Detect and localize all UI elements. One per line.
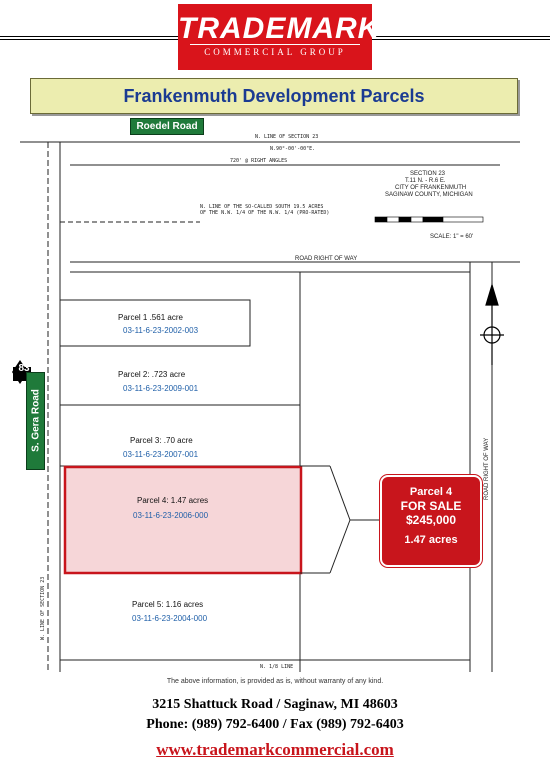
trademark-logo: TRADEMARK COMMERCIAL GROUP bbox=[178, 4, 381, 70]
callout-line2: FOR SALE bbox=[400, 499, 462, 513]
north-arrow-icon bbox=[480, 282, 504, 365]
of-nw: OF THE N.W. 1/4 OF THE N.W. 1/4 (PRO-RAT… bbox=[200, 210, 329, 216]
parcel-1-label: Parcel 1 .561 acre bbox=[118, 313, 183, 322]
page-title: Frankenmuth Development Parcels bbox=[123, 86, 425, 106]
footer-phone: Phone: (989) 792-6400 / Fax (989) 792-64… bbox=[146, 717, 404, 732]
n-line-sec23: N. LINE OF SECTION 23 bbox=[255, 134, 318, 140]
eighth-line-label: N. 1/8 LINE bbox=[260, 664, 293, 670]
callout-leader-3 bbox=[329, 519, 351, 574]
scale-bar bbox=[374, 216, 484, 223]
survey-map: SECTION 23 T.11 N. - R.6 E. CITY OF FRAN… bbox=[12, 134, 520, 672]
south-19-5: N. LINE OF THE SO-CALLED SOUTH 19.5 ACRE… bbox=[200, 204, 323, 210]
callout-line1: Parcel 4 bbox=[409, 486, 453, 498]
route-shield-icon bbox=[12, 360, 31, 384]
logo-divider bbox=[190, 44, 360, 45]
logo-name: TRADEMARK bbox=[178, 12, 381, 45]
gera-road-label: S. Gera Road bbox=[30, 389, 42, 452]
w-line-label: W. LINE OF SECTION 23 bbox=[40, 577, 46, 640]
route-number: 83 bbox=[18, 363, 30, 374]
disclaimer-text: The above information, is provided as is… bbox=[166, 678, 384, 685]
parcel-4-label: Parcel 4: 1.47 acres bbox=[137, 496, 208, 505]
gera-road-sign: S. Gera Road bbox=[26, 372, 45, 470]
parcel-4-highlight bbox=[63, 465, 303, 575]
scale-text: SCALE: 1" = 60' bbox=[430, 234, 473, 240]
parcel-3-id: 03-11-6-23-2007-001 bbox=[123, 450, 199, 459]
section-line4: SAGINAW COUNTY, MICHIGAN bbox=[385, 192, 473, 198]
footer-address: 3215 Shattuck Road / Saginaw, MI 48603 bbox=[152, 697, 398, 712]
section-line1: SECTION 23 bbox=[410, 171, 446, 177]
parcel-1-id: 03-11-6-23-2002-003 bbox=[123, 326, 199, 335]
n-bearing: N.90°-00'-00"E. bbox=[270, 146, 315, 152]
parcel-5-id: 03-11-6-23-2004-000 bbox=[132, 614, 208, 623]
parcel-2-id: 03-11-6-23-2009-001 bbox=[123, 384, 199, 393]
title-banner: Frankenmuth Development Parcels bbox=[30, 78, 518, 114]
callout-acres: 1.47 acres bbox=[404, 534, 458, 546]
section-line2: T.11 N. - R.6 E. bbox=[405, 178, 446, 184]
right-angles: 720' @ RIGHT ANGLES bbox=[230, 158, 287, 164]
roedel-road-label: Roedel Road bbox=[130, 118, 204, 135]
section-line3: CITY OF FRANKENMUTH bbox=[395, 185, 466, 191]
parcel-1-outline bbox=[59, 299, 251, 347]
road-row-label: ROAD RIGHT OF WAY bbox=[295, 256, 357, 262]
callout-leader-1 bbox=[329, 465, 351, 521]
callout-price: $245,000 bbox=[405, 513, 457, 527]
east-row-label: ROAD RIGHT OF WAY bbox=[484, 438, 490, 500]
parcel-5-label: Parcel 5: 1.16 acres bbox=[132, 600, 203, 609]
parcel-2-label: Parcel 2: .723 acre bbox=[118, 370, 186, 379]
parcel-3-label: Parcel 3: .70 acre bbox=[130, 436, 193, 445]
parcel-4-id: 03-11-6-23-2006-000 bbox=[133, 511, 209, 520]
logo-tagline: COMMERCIAL GROUP bbox=[204, 47, 346, 57]
parcel-4-callout: Parcel 4 FOR SALE $245,000 1.47 acres bbox=[380, 475, 482, 567]
website-link[interactable]: www.trademarkcommercial.com bbox=[156, 740, 394, 759]
